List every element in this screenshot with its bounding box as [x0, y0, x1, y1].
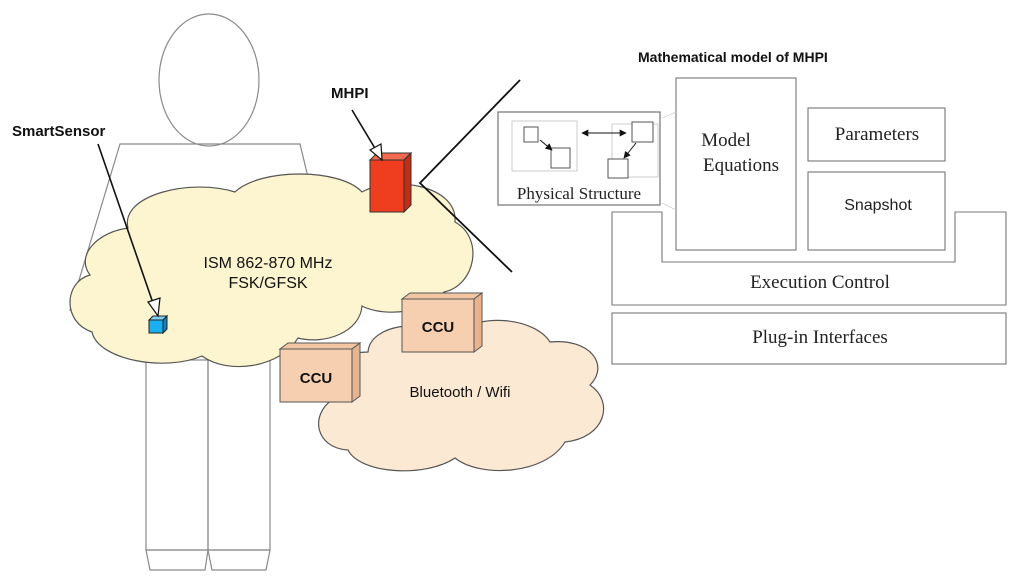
- mhpi-device: [368, 151, 413, 214]
- parameters-label: Parameters: [835, 124, 919, 145]
- smart-sensor-label: SmartSensor: [12, 123, 106, 140]
- ism-label-line2: FSK/GFSK: [228, 275, 307, 292]
- physical-structure-arrows: [539, 129, 637, 159]
- snapshot-box: [807, 171, 946, 251]
- ccu-device-lower: CCU: [278, 342, 362, 403]
- right-leg-outline: [207, 359, 271, 551]
- parameters-box: [807, 107, 946, 162]
- execution-control-label: Execution Control: [750, 272, 890, 293]
- ccu-label-lower: CCU: [300, 370, 333, 387]
- model-equations-label-line1: Model: [701, 130, 751, 151]
- ism-cloud: [69, 173, 474, 368]
- physical-structure-graphic: [523, 121, 654, 179]
- left-foot-outline: [145, 549, 209, 571]
- mhpi-pointer: [351, 109, 383, 162]
- zoom-wedge-lines: [418, 79, 521, 273]
- smart-sensor-pointer: [97, 143, 161, 318]
- ccu-device-upper: CCU: [400, 292, 484, 353]
- plugin-interfaces-label: Plug-in Interfaces: [752, 327, 888, 348]
- model-equations-box: [675, 77, 797, 251]
- plugin-interfaces-box: [611, 312, 1007, 365]
- smart-sensor-device: [147, 314, 169, 335]
- model-equations-label-line2: Equations: [703, 155, 779, 176]
- ccu-label-upper: CCU: [422, 319, 455, 336]
- execution-control-frame: [611, 211, 1007, 306]
- bluetooth-wifi-cloud: [318, 319, 605, 472]
- model-title: Mathematical model of MHPI: [638, 49, 828, 65]
- mathematical-model: [497, 77, 1007, 365]
- left-leg-outline: [145, 359, 209, 551]
- physical-structure-label: Physical Structure: [517, 184, 641, 203]
- snapshot-label: Snapshot: [844, 197, 912, 214]
- ism-label-line1: ISM 862-870 MHz: [204, 255, 333, 272]
- mhpi-label: MHPI: [331, 85, 369, 102]
- bluetooth-wifi-label: Bluetooth / Wifi: [410, 384, 511, 401]
- head-outline: [158, 13, 260, 147]
- right-foot-outline: [207, 549, 271, 571]
